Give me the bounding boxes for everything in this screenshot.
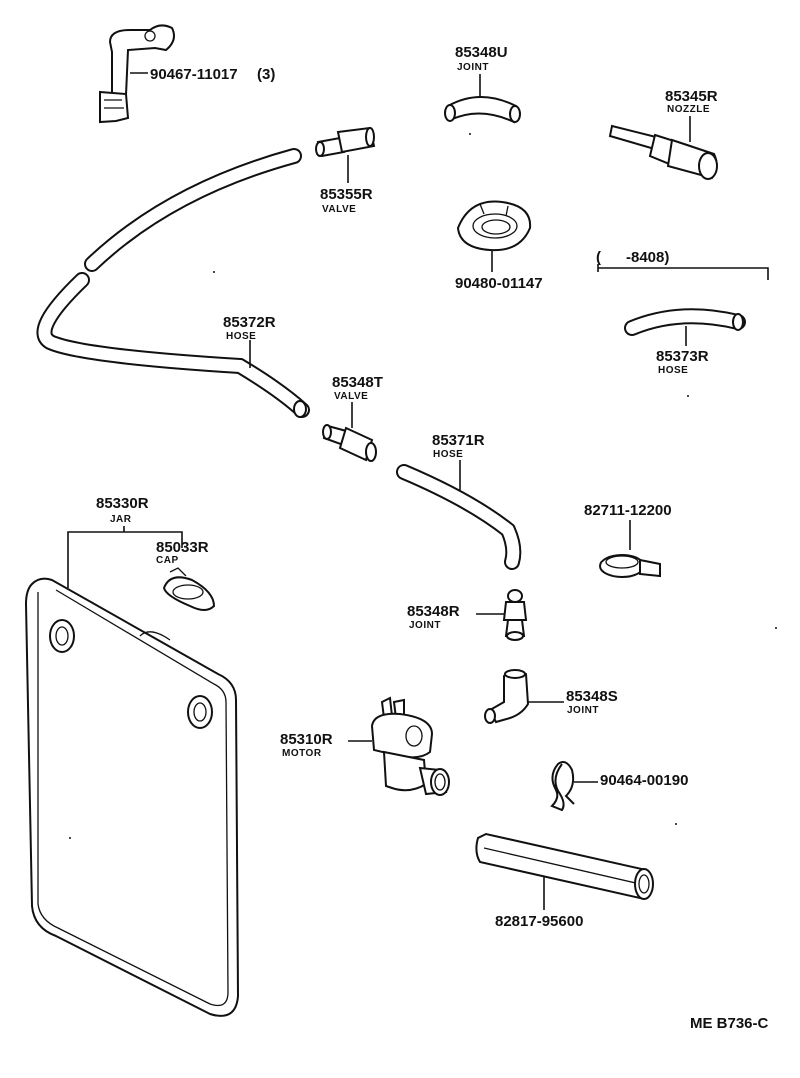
joint-r-number: 85348R xyxy=(407,603,460,620)
motor-number: 85310R xyxy=(280,731,333,748)
hose-373-number: 85373R xyxy=(656,348,709,365)
motor-name: MOTOR xyxy=(282,748,322,759)
cap-part xyxy=(162,567,216,611)
cap-name: CAP xyxy=(156,555,179,566)
bracket-number: 90467-11017 xyxy=(150,66,238,83)
clip-part xyxy=(550,761,575,812)
clip-number: 90464-00190 xyxy=(600,772,688,789)
hose-372-number: 85372R xyxy=(223,314,276,331)
jar-number: 85330R xyxy=(96,495,149,512)
joint-s-name: JOINT xyxy=(567,705,599,716)
hose-372-name: HOSE xyxy=(226,331,256,342)
valve-t-number: 85348T xyxy=(332,374,383,391)
hose-373-name: HOSE xyxy=(658,365,688,376)
protector-number: 82817-95600 xyxy=(495,913,583,930)
joint-r-name: JOINT xyxy=(409,620,441,631)
nozzle-name: NOZZLE xyxy=(667,104,710,115)
jar-name: JAR xyxy=(110,514,132,525)
date-range-text: ( -8408) xyxy=(596,249,669,266)
nozzle-number: 85345R xyxy=(665,88,718,105)
valve-r-number: 85355R xyxy=(320,186,373,203)
hose-371-part xyxy=(396,464,522,570)
clamp-part xyxy=(599,554,661,578)
valve-t-part xyxy=(322,424,377,462)
diagram-code: ME B736-C xyxy=(690,1015,769,1032)
motor-part xyxy=(370,696,450,796)
protector-part xyxy=(475,832,654,900)
nozzle-part xyxy=(608,124,718,180)
grommet-part xyxy=(456,200,532,252)
hose-371-name: HOSE xyxy=(433,449,463,460)
joint-u-number: 85348U xyxy=(455,44,508,61)
date-range-bracket xyxy=(597,264,769,280)
joint-s-part xyxy=(484,669,530,724)
bracket-part xyxy=(99,24,175,124)
hose-373-part xyxy=(624,308,746,336)
joint-r-part xyxy=(502,589,528,641)
bracket-qty: (3) xyxy=(257,66,275,83)
valve-r-name: VALVE xyxy=(322,204,356,215)
jar-part xyxy=(24,577,240,1017)
print-specks xyxy=(69,133,777,839)
valve-t-name: VALVE xyxy=(334,391,368,402)
joint-u-name: JOINT xyxy=(457,62,489,73)
joint-s-number: 85348S xyxy=(566,688,618,705)
grommet-number: 90480-01147 xyxy=(455,275,543,292)
cap-number: 85033R xyxy=(156,539,209,556)
hose-372-part xyxy=(36,148,310,418)
jar-leader xyxy=(67,526,183,588)
valve-r-part xyxy=(315,126,376,158)
clamp-number: 82711-12200 xyxy=(584,502,672,519)
joint-u-part xyxy=(444,96,521,124)
hose-371-number: 85371R xyxy=(432,432,485,449)
